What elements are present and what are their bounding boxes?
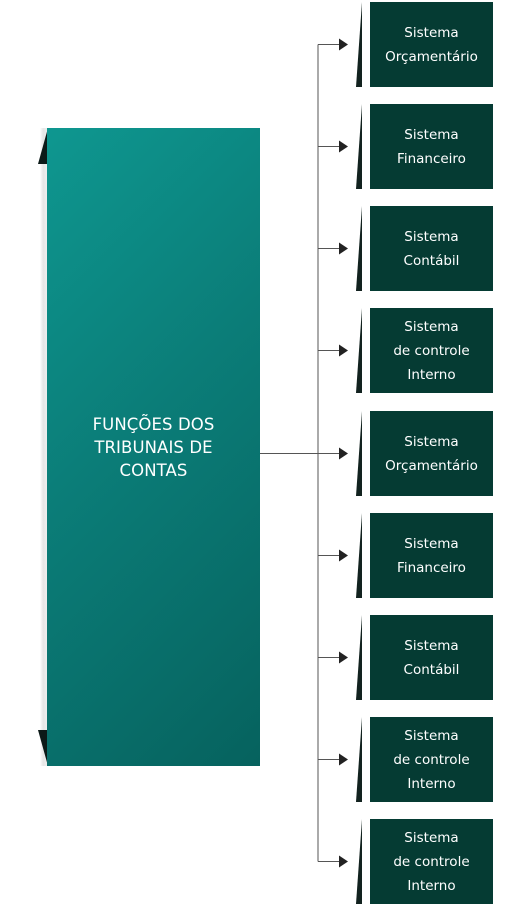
- bracket-bottom-corner: [38, 730, 48, 766]
- system-box-background: [370, 717, 493, 802]
- system-label: Sistema de controle Interno: [393, 829, 470, 894]
- arrow-head: [339, 242, 348, 255]
- system-box-background: [370, 819, 493, 904]
- system-label: Sistema de controle Interno: [393, 318, 470, 383]
- system-box: Sistema de controle Interno: [356, 717, 493, 802]
- system-box-background: [370, 206, 493, 291]
- system-box: Sistema Orçamentário: [356, 2, 493, 87]
- arrow-head: [339, 140, 348, 153]
- system-box-background: [370, 308, 493, 393]
- system-label: Sistema Orçamentário: [385, 433, 478, 474]
- system-box: Sistema de controle Interno: [356, 308, 493, 393]
- system-box-background: [370, 513, 493, 598]
- system-box: Sistema Financeiro: [356, 513, 493, 598]
- system-box: Sistema Financeiro: [356, 104, 493, 189]
- system-label: Sistema de controle Interno: [393, 727, 470, 792]
- system-box: Sistema Contábil: [356, 615, 493, 700]
- system-box-background: [370, 411, 493, 496]
- arrow-head: [339, 753, 348, 766]
- arrow-head: [339, 447, 348, 460]
- arrow-head: [339, 38, 348, 51]
- system-label: Sistema Contábil: [403, 637, 460, 678]
- system-box-background: [370, 615, 493, 700]
- system-box: Sistema Contábil: [356, 206, 493, 291]
- arrow-head: [339, 651, 348, 664]
- system-box-background: [370, 104, 493, 189]
- arrow-head: [339, 344, 348, 357]
- bracket-top-corner: [38, 128, 48, 164]
- system-box: Sistema de controle Interno: [356, 819, 493, 904]
- main-topic-title: FUNÇÕES DOS TRIBUNAIS DE CONTAS: [92, 414, 215, 480]
- system-label: Sistema Contábil: [403, 228, 460, 269]
- arrow-head: [339, 855, 348, 868]
- system-box: Sistema Orçamentário: [356, 411, 493, 496]
- arrow-head: [339, 549, 348, 562]
- system-label: Sistema Financeiro: [397, 535, 466, 576]
- main-topic-box: FUNÇÕES DOS TRIBUNAIS DE CONTAS: [47, 128, 260, 766]
- system-box-background: [370, 2, 493, 87]
- system-label: Sistema Orçamentário: [385, 24, 478, 65]
- main-box-shadow: [40, 128, 48, 766]
- system-label: Sistema Financeiro: [397, 126, 466, 167]
